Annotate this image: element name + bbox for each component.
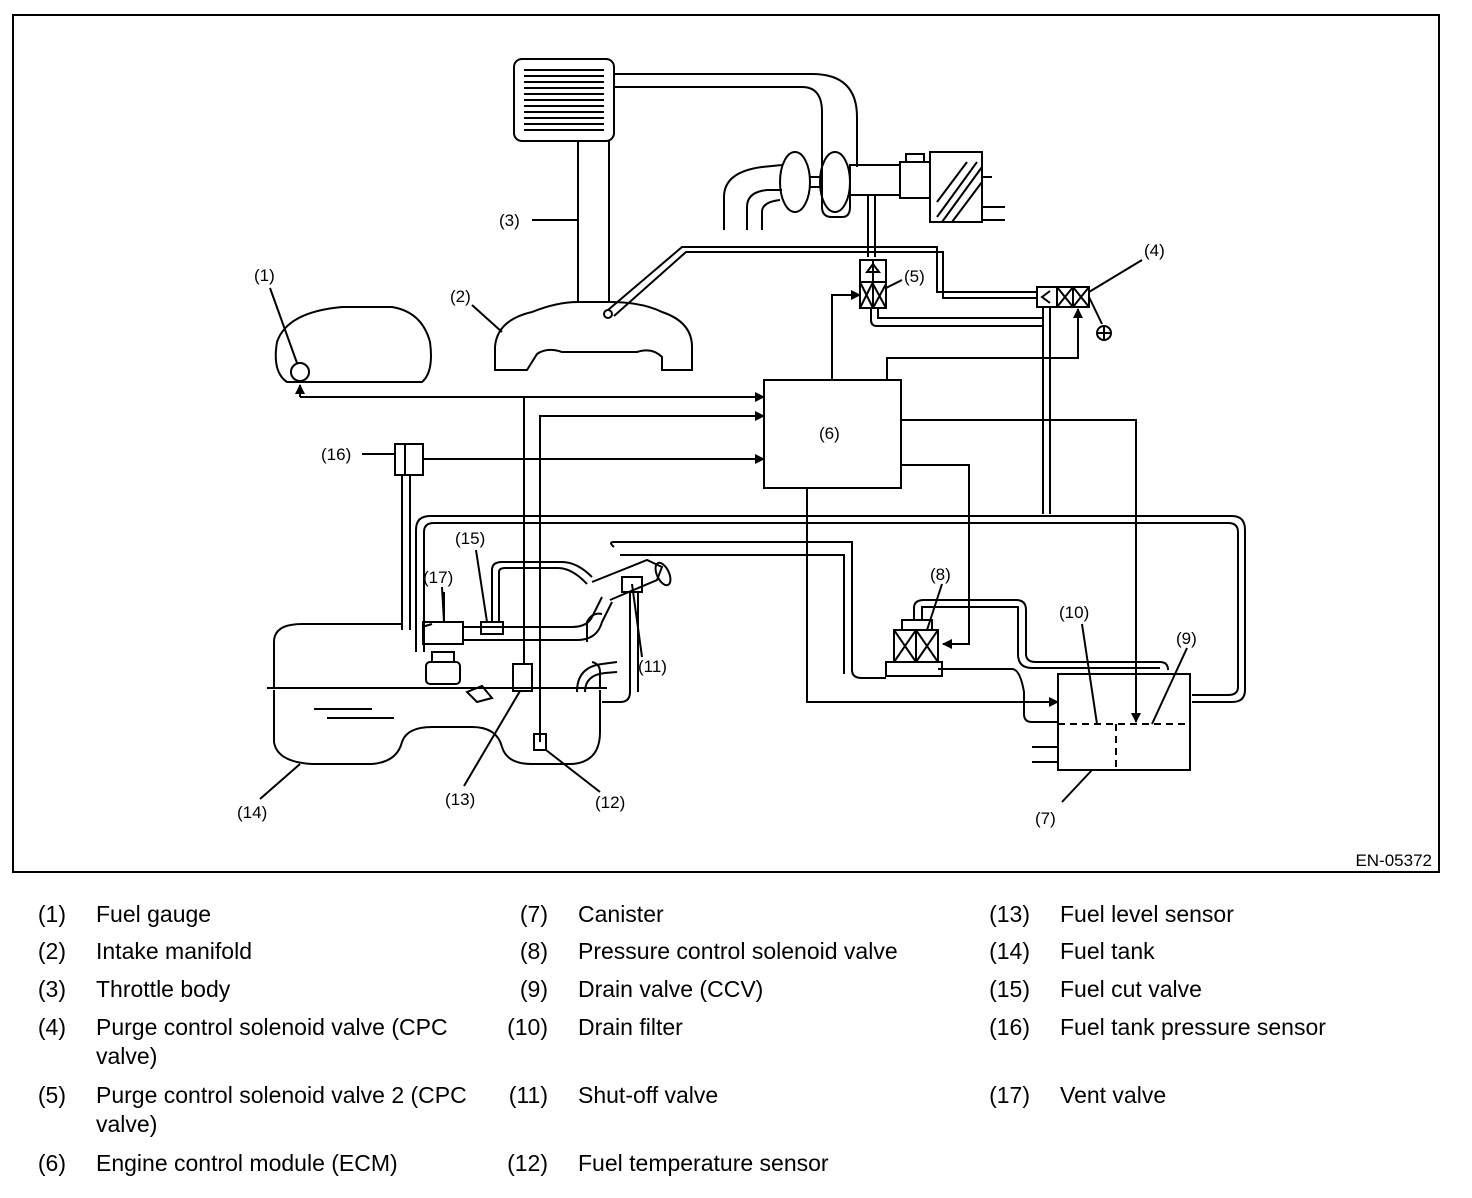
legend-number: (4)	[37, 1014, 66, 1040]
legend-label: Drain filter	[578, 1014, 683, 1040]
canister	[1057, 673, 1191, 771]
fuel-level-sensor	[512, 663, 533, 692]
turbocharger	[723, 151, 1005, 230]
legend-number: (12)	[507, 1150, 548, 1176]
intake-manifold	[494, 301, 693, 371]
legend-number: (11)	[508, 1082, 548, 1108]
filler-neck	[591, 558, 672, 703]
shut-off-valve	[621, 576, 643, 593]
pressure-control-solenoid-valve	[885, 619, 943, 677]
legend-label: Fuel level sensor	[1060, 901, 1234, 927]
legend-number: (7)	[519, 901, 548, 927]
callout-12: (12)	[595, 793, 625, 812]
fuel-tank	[273, 612, 603, 765]
fuel-temperature-sensor	[533, 733, 547, 751]
legend-number: (1)	[37, 901, 66, 927]
legend-label: Fuel gauge	[96, 901, 212, 927]
legend-label: Purge control solenoid valve (CPC valve)	[96, 1014, 448, 1069]
callout-7: (7)	[1035, 809, 1056, 828]
legend: (1) Fuel gauge (2) Intake manifold (3) T…	[0, 890, 1472, 1190]
figure-code: EN-05372	[1355, 851, 1432, 870]
legend-number: (2)	[37, 938, 66, 964]
callout-11: (11)	[638, 657, 667, 676]
fuel-gauge-dial	[290, 362, 310, 382]
callout-13: (13)	[445, 790, 475, 809]
legend-number: (6)	[37, 1150, 66, 1176]
legend-label: Vent valve	[1060, 1082, 1167, 1108]
legend-label: Throttle body	[96, 976, 231, 1002]
legend-label: Canister	[578, 901, 664, 927]
legend-number: (14)	[989, 938, 1030, 964]
legend-label: Fuel tank	[1060, 938, 1155, 964]
callout-2: (2)	[450, 287, 471, 306]
callout-8: (8)	[930, 565, 951, 584]
evap-system-diagram: (1) (2) (3) (4) (5) (6) (7) (8) (9) (10)…	[12, 14, 1440, 873]
legend-label: Engine control module (ECM)	[96, 1150, 398, 1176]
purge-control-solenoid-valve-2	[859, 259, 887, 309]
legend-label: Purge control solenoid valve 2 (CPC valv…	[96, 1082, 467, 1137]
manifold-port	[603, 309, 613, 319]
fuel-gauge	[274, 306, 432, 383]
callout-17: (17)	[423, 568, 453, 587]
legend-number: (3)	[37, 976, 66, 1002]
legend-number: (10)	[507, 1014, 548, 1040]
legend-number: (17)	[989, 1082, 1030, 1108]
fuel-tank-pressure-sensor	[394, 443, 424, 476]
callout-5: (5)	[904, 267, 925, 286]
callout-9: (9)	[1176, 629, 1197, 648]
legend-number: (9)	[519, 976, 548, 1002]
legend-number: (5)	[37, 1082, 66, 1108]
intercooler	[513, 58, 615, 142]
callout-3: (3)	[499, 211, 520, 230]
legend-number: (13)	[989, 901, 1030, 927]
legend-label: Fuel temperature sensor	[578, 1150, 829, 1176]
callout-10: (10)	[1059, 603, 1089, 622]
legend-label: Pressure control solenoid valve	[578, 938, 898, 964]
callout-15: (15)	[455, 529, 485, 548]
legend-label: Intake manifold	[96, 938, 252, 964]
purge-control-solenoid-valve	[1036, 286, 1090, 308]
legend-number: (16)	[989, 1014, 1030, 1040]
legend-label: Drain valve (CCV)	[578, 976, 764, 1002]
legend-label: Shut-off valve	[578, 1082, 719, 1108]
legend-number: (8)	[519, 938, 548, 964]
legend-label: Fuel tank pressure sensor	[1060, 1014, 1326, 1040]
legend-number: (15)	[989, 976, 1030, 1002]
throttle-body	[577, 141, 610, 302]
legend-label: Fuel cut valve	[1060, 976, 1202, 1002]
callout-6: (6)	[819, 424, 840, 443]
callout-1: (1)	[254, 266, 275, 285]
callout-16: (16)	[321, 445, 351, 464]
callout-4: (4)	[1144, 241, 1165, 260]
callout-14: (14)	[237, 803, 267, 822]
